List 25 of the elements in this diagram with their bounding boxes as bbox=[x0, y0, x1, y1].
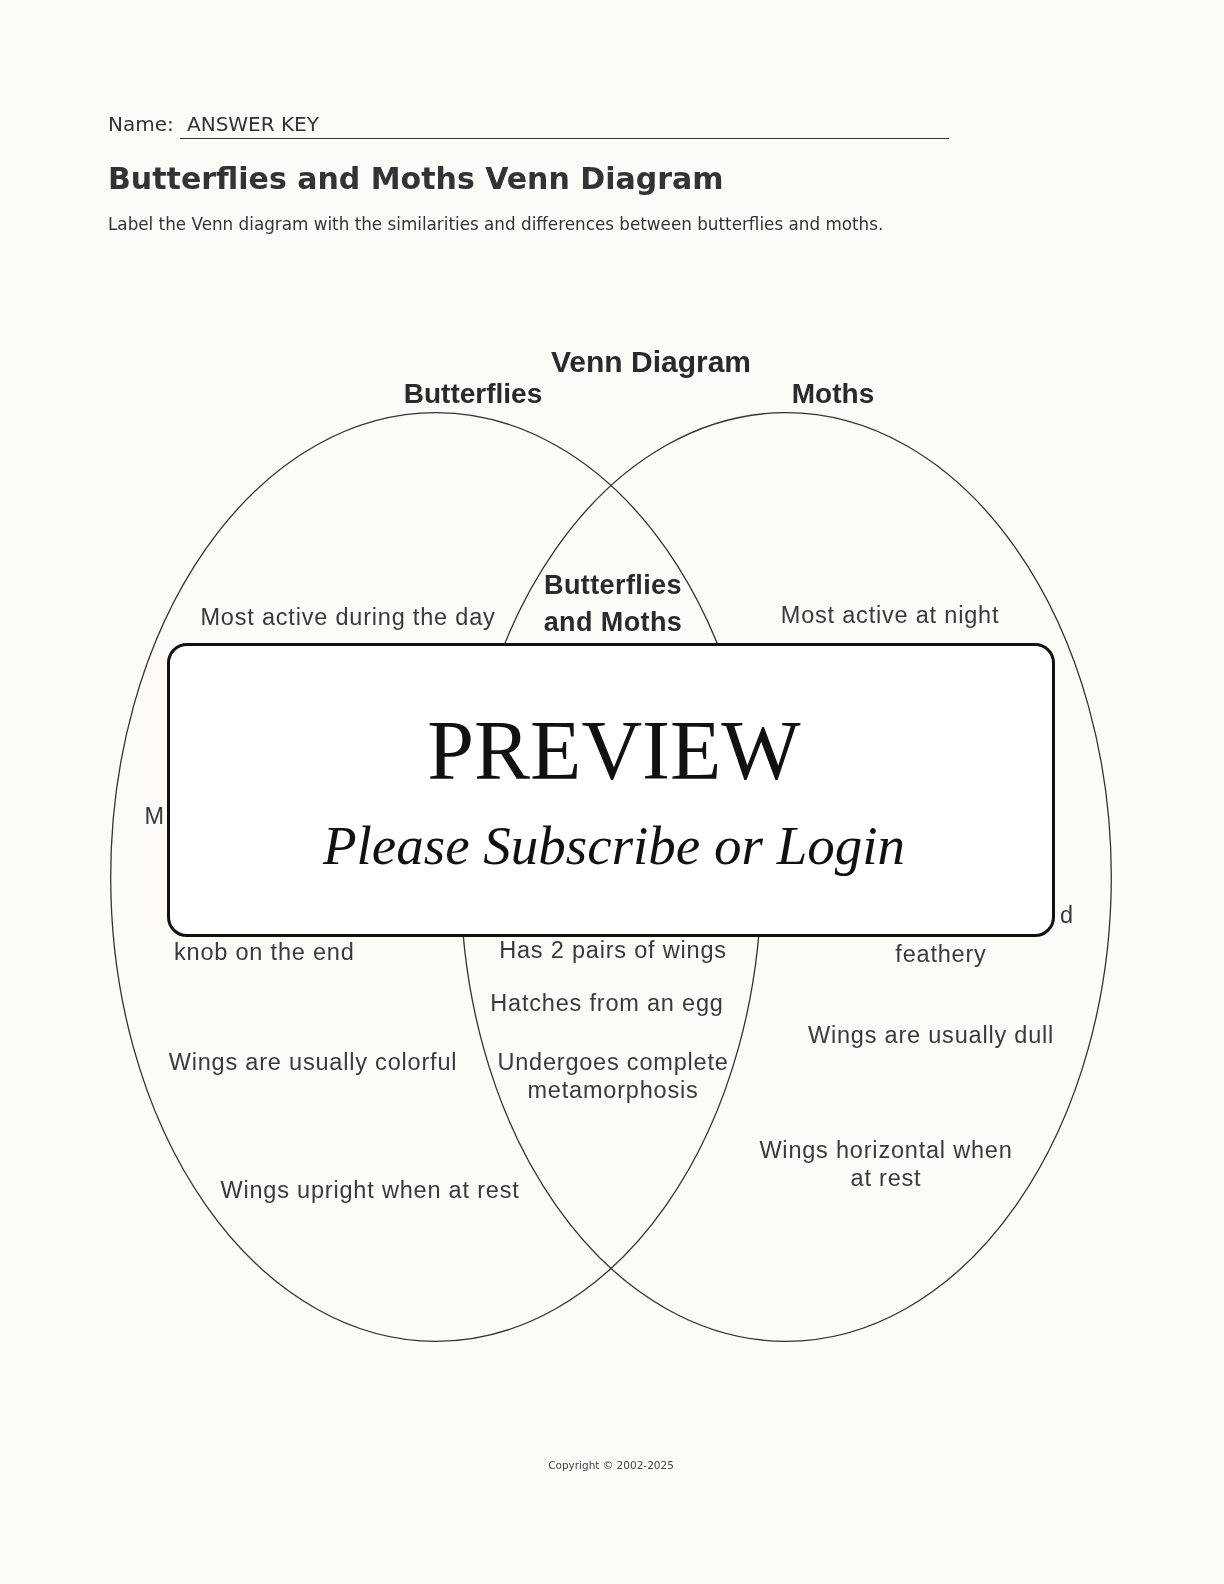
instructions-text: Label the Venn diagram with the similarities and differences between butterflies and moths. bbox=[108, 213, 884, 235]
overlay-heading: PREVIEW bbox=[427, 705, 801, 797]
diagram-heading: Venn Diagram bbox=[550, 345, 752, 379]
fill-in-line: ANSWER KEY bbox=[180, 109, 949, 139]
worksheet-title: Butterflies and Moths Venn Diagram bbox=[108, 160, 724, 198]
trait-text: Has 2 pairs of wings bbox=[499, 936, 727, 964]
overlay-panel bbox=[167, 643, 1055, 937]
text-fragment: d bbox=[1060, 901, 1074, 929]
trait-text: Most active during the day bbox=[200, 603, 496, 631]
trait-text: Wings horizontal when at rest bbox=[758, 1136, 1014, 1192]
trait-text: Wings are usually colorful bbox=[168, 1048, 458, 1076]
trait-text: Wings upright when at rest bbox=[220, 1176, 520, 1204]
text-fragment: M bbox=[144, 802, 165, 830]
trait-text: Hatches from an egg bbox=[490, 989, 724, 1017]
trait-text: feathery bbox=[895, 940, 987, 968]
set-heading: Butterflies bbox=[403, 378, 543, 410]
trait-text: Undergoes complete metamorphosis bbox=[496, 1048, 730, 1104]
field-label: Name: bbox=[108, 111, 174, 137]
copyright-text: Copyright © 2002-2025 bbox=[548, 1458, 674, 1472]
trait-text: Wings are usually dull bbox=[807, 1021, 1055, 1049]
trait-text: knob on the end bbox=[174, 938, 355, 966]
overlap-heading: Butterflies and Moths bbox=[542, 569, 684, 639]
trait-text: Most active at night bbox=[780, 601, 1000, 629]
set-heading: Moths bbox=[791, 378, 875, 410]
overlay-message: Please Subscribe or Login bbox=[323, 815, 905, 877]
